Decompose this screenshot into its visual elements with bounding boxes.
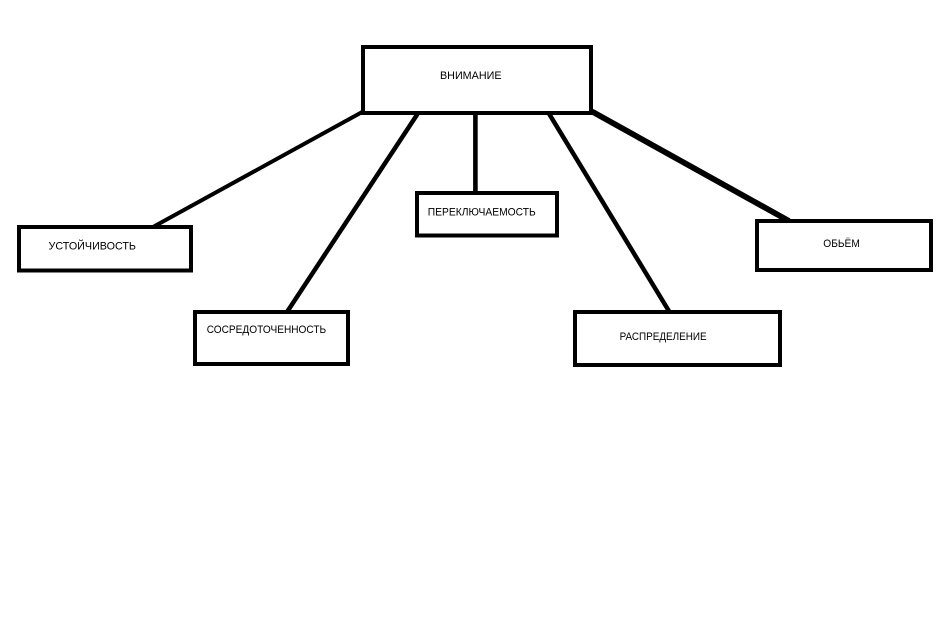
- svg-text:ОБЬЁМ: ОБЬЁМ: [823, 238, 860, 250]
- svg-text:РАСПРЕДЕЛЕНИЕ: РАСПРЕДЕЛЕНИЕ: [620, 331, 707, 343]
- svg-text:ПЕРЕКЛЮЧАЕМОСТЬ: ПЕРЕКЛЮЧАЕМОСТЬ: [428, 207, 536, 219]
- svg-text:УСТОЙЧИВОСТЬ: УСТОЙЧИВОСТЬ: [49, 240, 137, 253]
- svg-text:ВНИМАНИЕ: ВНИМАНИЕ: [440, 70, 502, 82]
- svg-text:СОСРЕДОТОЧЕННОСТЬ: СОСРЕДОТОЧЕННОСТЬ: [207, 324, 327, 336]
